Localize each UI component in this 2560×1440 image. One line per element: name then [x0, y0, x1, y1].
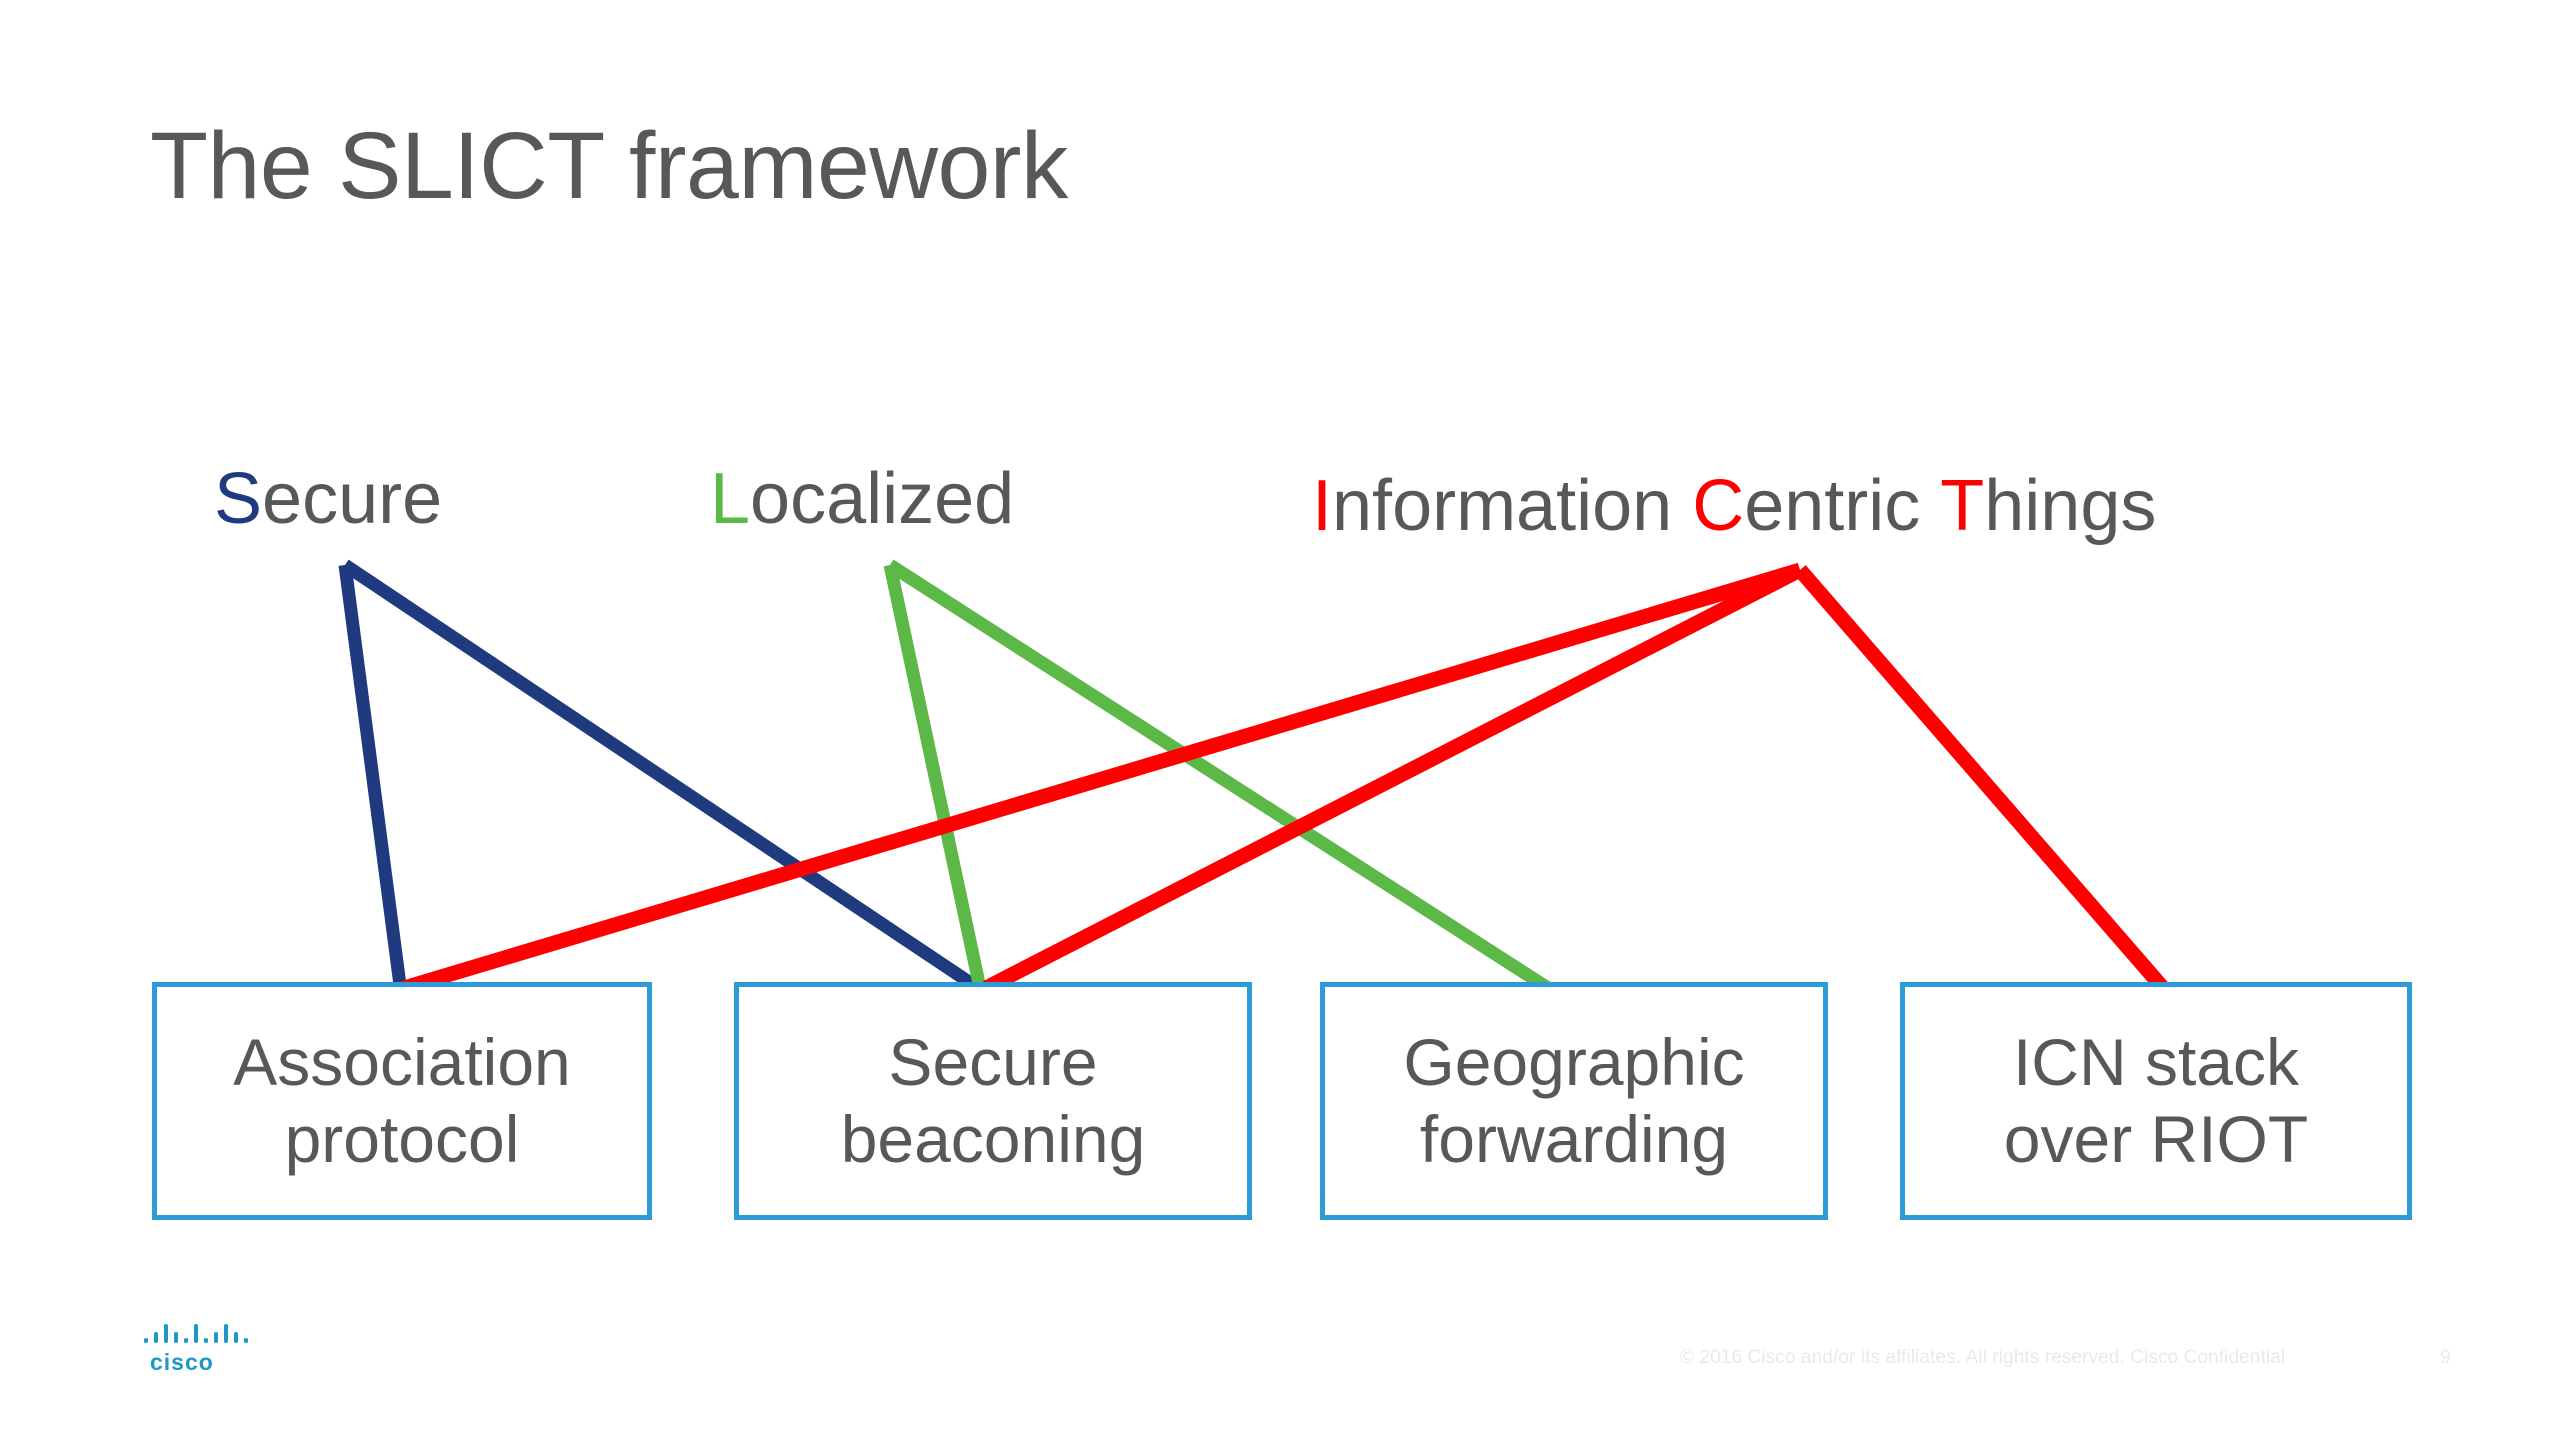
concept-box-line2: beaconing	[840, 1102, 1146, 1176]
concept-box-label: ICN stack over RIOT	[2004, 1024, 2308, 1177]
concept-box-line1: Secure	[888, 1025, 1098, 1100]
connector-ict-to-icn-stack-over-riot	[1794, 565, 2169, 993]
concept-box-line1: ICN stack	[2012, 1025, 2300, 1100]
connector-ict-to-secure-beaconing	[982, 563, 1804, 995]
concept-box-line2: protocol	[284, 1102, 520, 1176]
concept-box-icn-stack-over-riot[interactable]: ICN stack over RIOT	[1900, 982, 2412, 1220]
pillar-rest-localized: ocalized	[750, 459, 1015, 539]
pillar-label-secure: Secure	[214, 463, 442, 535]
connector-ict-to-association-protocol	[401, 562, 1803, 996]
pillar-rest-things: hings	[1984, 466, 2157, 546]
concept-box-line2: forwarding	[1419, 1102, 1729, 1176]
concept-box-secure-beaconing[interactable]: Secure beaconing	[734, 982, 1252, 1220]
concept-box-association-protocol[interactable]: Association protocol	[152, 982, 652, 1220]
pillar-initial-c: C	[1692, 466, 1745, 546]
pillar-rest-secure: ecure	[262, 459, 443, 539]
connector-localized-to-secure-beaconing	[883, 563, 987, 990]
concept-box-geographic-forwarding[interactable]: Geographic forwarding	[1320, 982, 1828, 1220]
concept-box-label: Secure beaconing	[841, 1024, 1146, 1177]
connector-localized-to-geographic-forwarding	[886, 559, 1552, 994]
pillar-rest-information: nformation	[1332, 466, 1673, 546]
cisco-wordmark: cisco	[150, 1349, 214, 1375]
pillar-rest-centric: entric	[1744, 466, 1921, 546]
connector-secure-to-association-protocol	[338, 564, 407, 986]
concept-box-line2: over RIOT	[2003, 1102, 2309, 1176]
concept-box-label: Geographic forwarding	[1403, 1024, 1744, 1177]
pillar-label-localized: Localized	[710, 463, 1014, 535]
concept-box-line1: Geographic	[1403, 1025, 1745, 1100]
pillar-initial-s: S	[214, 459, 263, 539]
page-title: The SLICT framework	[150, 113, 1068, 219]
pillar-initial-t: T	[1940, 466, 1985, 546]
pillar-initial-i: I	[1312, 466, 1333, 546]
concept-box-line1: Association	[233, 1025, 571, 1100]
pillar-label-information-centric-things: Information Centric Things	[1312, 470, 2156, 542]
concept-box-label: Association protocol	[233, 1024, 571, 1177]
footer-page-number: 9	[2440, 1347, 2451, 1368]
connector-secure-to-secure-beaconing	[341, 559, 982, 994]
pillar-initial-l: L	[710, 459, 751, 539]
footer-copyright: © 2016 Cisco and/or its affiliates. All …	[1680, 1347, 2286, 1368]
cisco-logo-icon: cisco	[144, 1324, 248, 1375]
